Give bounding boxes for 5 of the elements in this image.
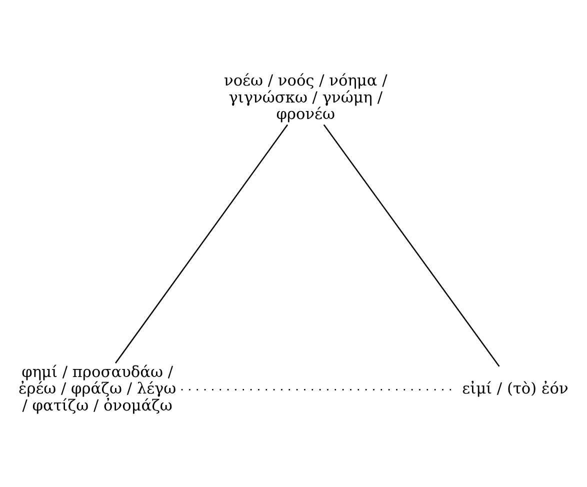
node-text: φημί / προσαυδάω / ἐρέω / φράζω / λέγω / φατίζω / ὀνομάζω [18, 362, 176, 414]
node-text: νοέω / νοός / νόημα / γιγνώσκω / γνώμη / φρονέω [224, 71, 388, 122]
node-text: εἰμί / (τὸ) ἐόν [462, 379, 568, 398]
connector [115, 124, 288, 363]
connector [323, 124, 500, 366]
